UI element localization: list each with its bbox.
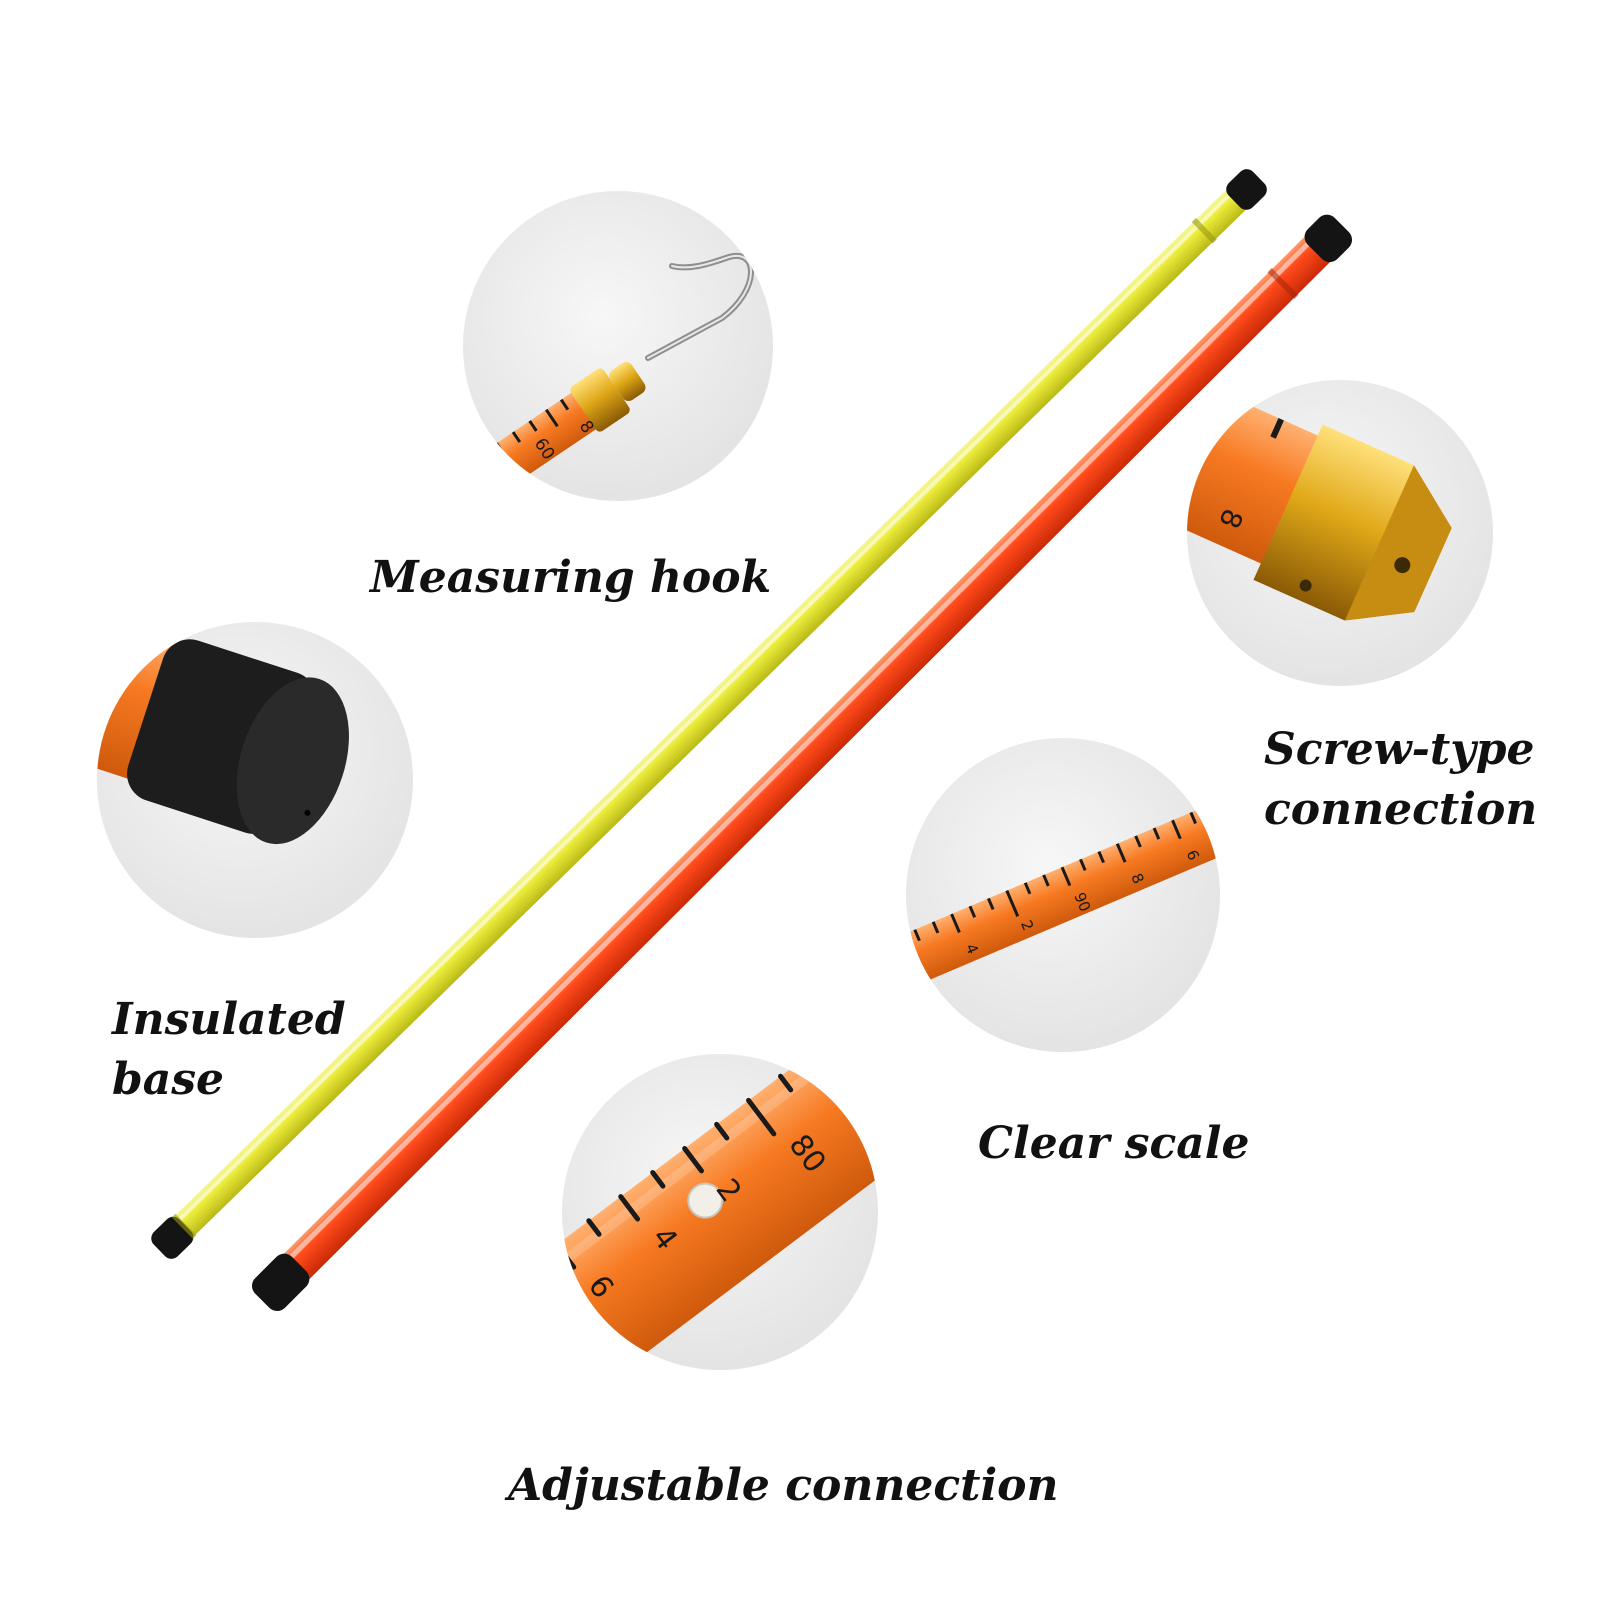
screw-connection-caption: Screw-type connection [1264, 720, 1537, 840]
insulated-base-caption-line2: base [112, 1054, 225, 1105]
measuring-hook-closeup: 60 8 [463, 191, 773, 501]
adjustable-connection-closeup: 6 4 2 80 [562, 1054, 878, 1370]
insulated-base-caption-line1: Insulated [112, 994, 346, 1045]
orange-measuring-rod [251, 214, 1353, 1312]
insulated-base-closeup [97, 622, 413, 938]
yellow-measuring-rod [151, 169, 1267, 1259]
clear-scale-caption: Clear scale [978, 1118, 1250, 1169]
insulated-base-caption: Insulated base [112, 990, 346, 1110]
screw-connection-closeup: 8 [1187, 380, 1493, 686]
screw-connection-caption-line2: connection [1264, 784, 1538, 835]
adjustable-connection-caption: Adjustable connection [508, 1460, 1059, 1511]
measuring-hook-caption: Measuring hook [370, 552, 772, 603]
screw-connection-caption-line1: Screw-type [1264, 724, 1535, 775]
clear-scale-closeup: 4 2 90 8 6 [906, 738, 1220, 1052]
